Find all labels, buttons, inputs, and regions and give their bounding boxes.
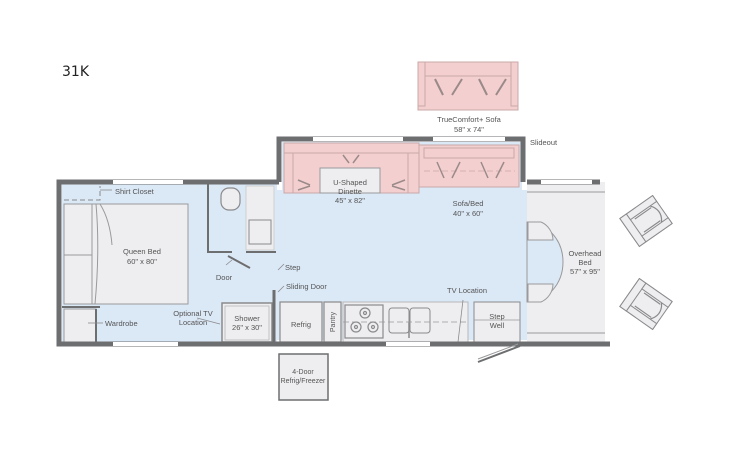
bathroom-door [227,255,251,269]
sofa-bed [418,144,520,188]
shower-label: Shower [234,314,260,323]
truecomfort-sofa [417,61,519,111]
tv-location-label: TV Location [447,286,487,295]
dinette-label-1: U-Shaped [333,178,367,187]
dinette-table [319,167,381,194]
step-label: Step [285,263,300,272]
sofa-bed-size: 40" x 60" [453,209,483,218]
optional-tv-label-2: Location [179,318,207,327]
dinette-label-2: Dinette [338,187,362,196]
step-well-label-2: Well [490,321,505,330]
step-well [473,301,521,343]
wardrobe [63,308,97,343]
windows [113,137,592,346]
slideout-label: Slideout [530,138,558,147]
refrig-label: Refrig [291,320,311,329]
u-shaped-dinette [283,142,420,194]
bathroom-sink [248,219,272,245]
pantry-label: Pantry [330,311,337,332]
queen-bed-size: 60" x 80" [127,257,157,266]
cab-seats [527,221,554,303]
sofa-bed-label: Sofa/Bed [453,199,484,208]
four-door-refrig-label-1: 4-Door [292,369,314,376]
truecomfort-sofa-label: TrueComfort+ Sofa [437,115,502,124]
dinette-size: 45" x 82" [335,196,365,205]
queen-bed-label: Queen Bed [123,247,161,256]
shower-size: 26" x 30" [232,323,262,332]
truecomfort-sofa-size: 58" x 74" [454,125,484,134]
four-door-refrigerator [278,353,329,401]
four-door-refrig-label-2: Refrig/Freezer [281,378,326,385]
kitchen-sink-right [409,307,431,334]
overhead-bed-label-2: Bed [578,258,591,267]
model-name: 31K [62,64,89,80]
door-label: Door [216,273,233,282]
queen-bed [63,203,189,305]
overhead-bed-size: 57" x 95" [570,267,600,276]
toilet [220,187,241,211]
shirt-closet [64,186,101,201]
refrigerator [279,301,323,343]
sliding-door-label: Sliding Door [286,282,327,291]
shirt-closet-label: Shirt Closet [115,187,155,196]
overhead-bed-label-1: Overhead [569,249,602,258]
recliner-chair-top [619,194,673,248]
entry-door [477,345,521,363]
optional-tv-label-1: Optional TV [173,309,212,318]
wardrobe-label: Wardrobe [105,319,138,328]
cooktop [344,304,384,339]
recliner-chair-bottom [619,277,673,331]
kitchen-sink-left [388,307,410,334]
shower [221,302,273,343]
step-well-label-1: Step [489,312,504,321]
